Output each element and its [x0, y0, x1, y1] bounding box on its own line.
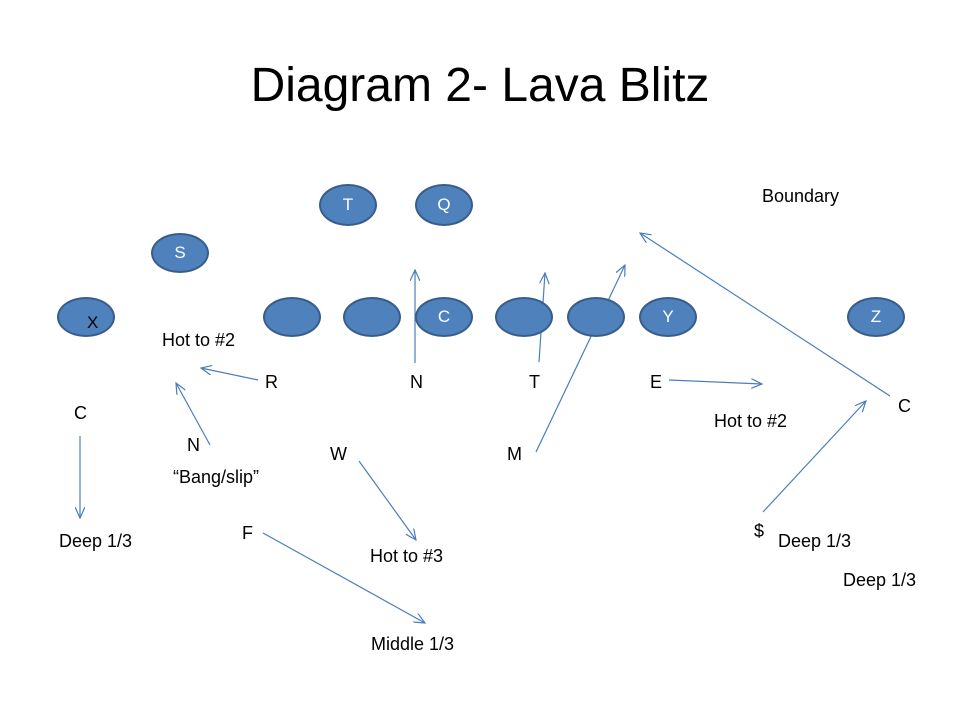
player-label: C	[437, 307, 451, 326]
defender-n-back: N	[187, 435, 200, 455]
player-oval	[847, 297, 905, 337]
route-m	[535, 265, 625, 453]
player-x: X	[57, 297, 115, 337]
lineman-1	[263, 297, 321, 337]
player-oval	[151, 233, 209, 273]
defender-c-right: C	[898, 396, 911, 416]
player-oval	[263, 297, 321, 337]
defender-w: W	[330, 444, 347, 464]
label-deep-right2: Deep 1/3	[843, 570, 917, 590]
route-w-hot3	[358, 460, 416, 540]
player-oval	[343, 297, 401, 337]
route-f-middle	[262, 532, 425, 623]
defender-n-line: N	[410, 372, 423, 392]
defender-m: M	[507, 444, 522, 464]
label-bang-slip: “Bang/slip”	[173, 467, 260, 487]
route-e-hot2	[668, 380, 762, 384]
diagram-title: Diagram 2- Lava Blitz	[250, 59, 710, 112]
route-r-hot2	[201, 368, 259, 381]
player-label: Y	[662, 307, 674, 326]
lineman-2	[343, 297, 401, 337]
player-label: X	[87, 313, 99, 332]
defender-dollar: $	[754, 521, 765, 541]
route-c-right-boundary	[640, 233, 891, 397]
player-oval	[567, 297, 625, 337]
label-hot3: Hot to #3	[370, 546, 444, 566]
defender-r: R	[265, 372, 278, 392]
route-n-bang	[176, 383, 211, 446]
defender-c-left: C	[74, 403, 87, 423]
player-oval	[57, 297, 115, 337]
player-oval	[415, 297, 473, 337]
player-oval	[415, 184, 473, 226]
label-deep-left: Deep 1/3	[59, 531, 133, 551]
player-oval	[639, 297, 697, 337]
player-y: Y	[639, 297, 697, 337]
player-s: S	[151, 233, 209, 273]
player-t: T	[319, 184, 377, 226]
label-hot2-right: Hot to #2	[714, 411, 788, 431]
player-oval	[495, 297, 553, 337]
player-oval	[319, 184, 377, 226]
lineman-3	[495, 297, 553, 337]
defender-f: F	[242, 523, 253, 543]
player-z: Z	[847, 297, 905, 337]
player-q: Q	[415, 184, 473, 226]
lineman-4	[567, 297, 625, 337]
player-label: Q	[437, 195, 451, 214]
label-hot2-left: Hot to #2	[162, 330, 236, 350]
defender-t-line: T	[529, 372, 540, 392]
player-label: S	[174, 243, 186, 262]
defender-e: E	[650, 372, 663, 392]
player-center: C	[415, 297, 473, 337]
player-label: T	[342, 195, 354, 214]
route-dollar	[762, 401, 866, 513]
label-boundary: Boundary	[762, 186, 840, 206]
label-middle: Middle 1/3	[371, 634, 455, 654]
player-label: Z	[870, 307, 882, 326]
label-deep-right1: Deep 1/3	[778, 531, 852, 551]
